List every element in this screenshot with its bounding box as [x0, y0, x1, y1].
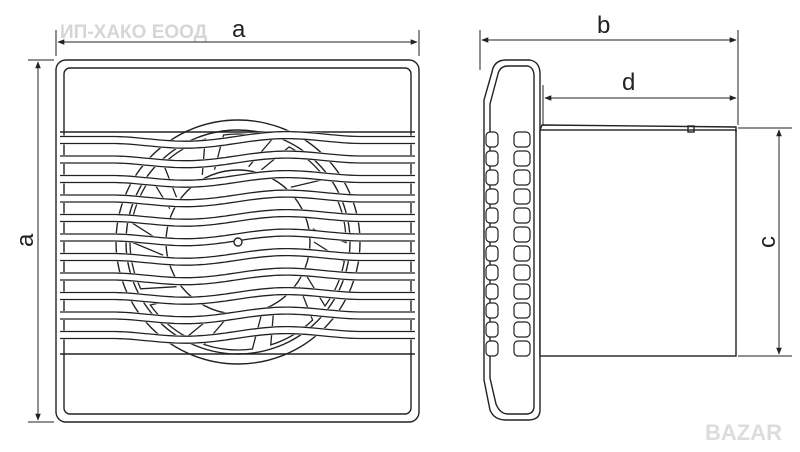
side-depth-total-dimension	[479, 30, 739, 125]
dim-label-front-width: a	[232, 16, 246, 43]
grille-bar-top	[60, 130, 415, 142]
grille-bar-bottom	[60, 176, 415, 188]
side-louver-inner	[513, 131, 531, 148]
grille-bar-bottom	[60, 254, 415, 266]
impeller-blade	[270, 286, 314, 346]
side-depth-body-dimension	[542, 85, 737, 125]
grille-bar-bottom	[60, 293, 415, 305]
side-louver-outer	[485, 340, 499, 357]
grille-bar-mask	[60, 169, 415, 189]
impeller-blade	[130, 176, 171, 243]
front-plate-outer	[55, 59, 420, 423]
side-louver-inner	[513, 207, 531, 224]
side-louver-inner	[513, 188, 531, 205]
grille-bar-bottom	[60, 332, 415, 344]
grille-bar-mask	[60, 306, 415, 325]
side-louver-inner	[513, 226, 531, 243]
impeller-blade	[305, 241, 346, 308]
grille-bar-mask	[60, 228, 415, 247]
side-louver-outer	[485, 207, 499, 224]
side-louver-outer	[485, 150, 499, 167]
grille-bar-bottom	[60, 313, 415, 325]
watermark-company: ИП-ХАКО ЕООД	[60, 22, 208, 43]
side-body-lip	[539, 124, 737, 132]
side-plate-profile	[483, 59, 541, 421]
side-louver-outer	[485, 188, 499, 205]
grille-bar-top	[60, 267, 415, 279]
side-body-tab	[687, 125, 695, 133]
side-louver-inner	[513, 340, 531, 357]
grille-bar-top	[60, 150, 415, 162]
grille-bar-mask	[60, 267, 415, 286]
hub-center	[233, 237, 243, 247]
grille-bar-mask	[60, 208, 415, 228]
grille-bar-mask	[60, 189, 415, 208]
grille-bar-bottom	[60, 157, 415, 169]
side-body-height-dimension	[738, 127, 792, 357]
side-plate-inner-profile	[489, 65, 535, 415]
side-louver-outer	[485, 321, 499, 338]
grille-bar-bottom	[60, 196, 415, 208]
front-height-dimension	[28, 59, 54, 423]
grille-bar-mask	[60, 325, 415, 345]
side-louver-outer	[485, 264, 499, 281]
side-louver-outer	[485, 245, 499, 262]
grille-bar-mask	[60, 130, 415, 150]
grille-bar-mask	[60, 286, 415, 306]
dim-label-side-body-height: c	[754, 236, 781, 248]
side-louver-inner	[513, 302, 531, 319]
grille-bar-top	[60, 169, 415, 181]
side-louver-outer	[485, 283, 499, 300]
side-louver-outer	[485, 302, 499, 319]
side-louvers	[485, 131, 531, 357]
grille-bar-top	[60, 325, 415, 337]
dim-label-side-depth-body: d	[622, 69, 635, 96]
grille-bar-mask	[60, 150, 415, 169]
grille-bar-top	[60, 306, 415, 318]
side-body	[539, 129, 737, 357]
dim-label-front-height: a	[12, 233, 39, 247]
side-view	[483, 59, 737, 421]
grille-bar-top	[60, 189, 415, 201]
side-louver-inner	[513, 283, 531, 300]
impeller-blade	[202, 314, 263, 351]
side-louver-inner	[513, 264, 531, 281]
side-louver-outer	[485, 169, 499, 186]
side-louver-inner	[513, 321, 531, 338]
grille-bar-mask	[60, 247, 415, 267]
side-louver-inner	[513, 169, 531, 186]
dim-label-side-depth-total: b	[597, 12, 610, 39]
grille-bar-top	[60, 286, 415, 298]
grille-bar-top	[60, 247, 415, 259]
side-louver-outer	[485, 131, 499, 148]
side-louver-inner	[513, 245, 531, 262]
grille-bar-bottom	[60, 137, 415, 149]
side-louver-inner	[513, 150, 531, 167]
grille-bar-bottom	[60, 215, 415, 227]
grille-bar-bottom	[60, 274, 415, 286]
grille-bar-top	[60, 208, 415, 220]
watermark-logo: BAZAR	[705, 420, 782, 445]
side-louver-outer	[485, 226, 499, 243]
grille-bar-top	[60, 228, 415, 240]
front-width-dimension	[55, 30, 420, 56]
